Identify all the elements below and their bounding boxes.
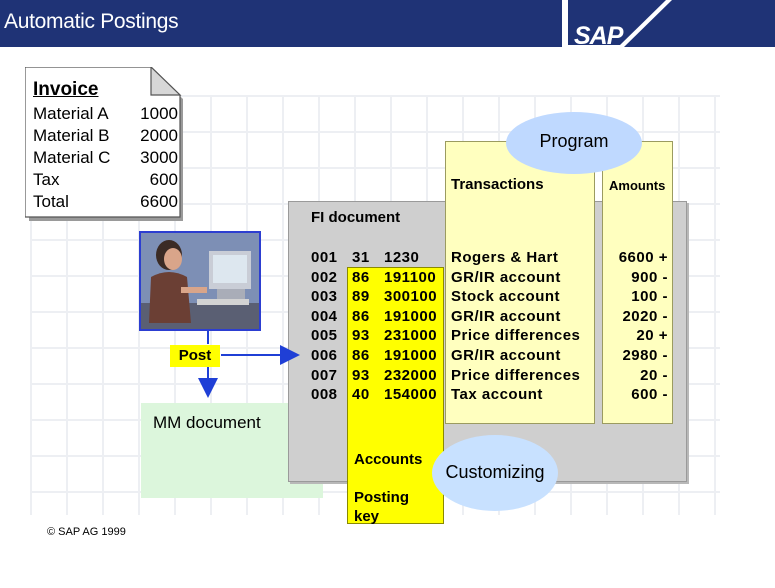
fi-row-transaction: Price differences	[451, 327, 581, 344]
fi-row-account: 191000	[384, 347, 438, 364]
sap-logo-text: SAP	[574, 22, 623, 50]
mm-document-label: MM document	[153, 413, 261, 432]
fi-row-account: 300100	[384, 288, 438, 305]
invoice-line-label: Material A	[33, 104, 109, 123]
fi-row-posting-key: 86	[352, 347, 370, 364]
fi-row-account: 232000	[384, 367, 438, 384]
page-title: Automatic Postings	[4, 10, 179, 33]
fi-row-amount: 20 -	[640, 367, 668, 384]
person-computer-icon	[141, 233, 259, 329]
fi-row-amount: 100 -	[631, 288, 668, 305]
fi-row-posting-key: 93	[352, 367, 370, 384]
fi-row-item: 007	[311, 367, 338, 384]
fi-row-transaction: Price differences	[451, 367, 581, 384]
invoice-paper-icon	[25, 67, 183, 221]
fi-row-amount: 900 -	[631, 269, 668, 286]
fi-row-transaction: GR/IR account	[451, 347, 561, 364]
accounts-label: Accounts	[354, 451, 423, 468]
invoice-line-value: 600	[149, 170, 178, 189]
invoice-line-label: Material B	[33, 126, 110, 145]
fi-row-account: 1230	[384, 249, 420, 266]
fi-row-transaction: GR/IR account	[451, 308, 561, 325]
invoice-title: Invoice	[33, 79, 99, 100]
posting-key-label: Posting key	[354, 489, 409, 525]
fi-row-amount: 600 -	[631, 386, 668, 403]
post-label: Post	[170, 345, 220, 367]
fi-document-title: FI document	[311, 209, 401, 226]
invoice-line-value: 3000	[140, 148, 178, 167]
fi-row-amount: 6600 +	[618, 249, 668, 266]
fi-row-item: 003	[311, 288, 338, 305]
invoice-line-label: Material C	[33, 148, 111, 167]
fi-row-posting-key: 86	[352, 269, 370, 286]
fi-row-item: 002	[311, 269, 338, 286]
amounts-header: Amounts	[609, 178, 666, 193]
transactions-column	[445, 141, 595, 424]
fi-row-account: 231000	[384, 327, 438, 344]
fi-row-transaction: GR/IR account	[451, 269, 561, 286]
sap-logo-shape	[562, 0, 672, 47]
fi-row-account: 154000	[384, 386, 438, 403]
fi-row-posting-key: 93	[352, 327, 370, 344]
fi-row-posting-key: 40	[352, 386, 370, 403]
fi-row-item: 006	[311, 347, 338, 364]
user-at-computer-image	[139, 231, 261, 331]
fi-row-account: 191100	[384, 269, 437, 286]
fi-row-posting-key: 31	[352, 249, 370, 266]
program-ellipse: Program	[506, 112, 642, 174]
invoice-line-value: 2000	[140, 126, 178, 145]
invoice-line-label: Total	[33, 192, 69, 211]
customizing-ellipse: Customizing	[432, 435, 558, 511]
invoice-line-value: 1000	[140, 104, 178, 123]
fi-row-amount: 2020 -	[622, 308, 668, 325]
invoice-line-label: Tax	[33, 170, 60, 189]
fi-row-item: 005	[311, 327, 338, 344]
copyright-text: © SAP AG 1999	[47, 526, 126, 538]
fi-row-item: 001	[311, 249, 338, 266]
invoice-note: Invoice Material A 1000 Material B 2000 …	[25, 67, 183, 221]
fi-row-account: 191000	[384, 308, 438, 325]
fi-row-transaction: Tax account	[451, 386, 543, 403]
fi-row-item: 008	[311, 386, 338, 403]
posting-key-accounts-column	[347, 267, 444, 524]
fi-row-amount: 2980 -	[622, 347, 668, 364]
fi-row-transaction: Stock account	[451, 288, 561, 305]
transactions-header: Transactions	[451, 176, 544, 193]
fi-row-posting-key: 89	[352, 288, 370, 305]
fi-row-transaction: Rogers & Hart	[451, 249, 559, 266]
fi-row-posting-key: 86	[352, 308, 370, 325]
fi-row-amount: 20 +	[636, 327, 668, 344]
fi-row-item: 004	[311, 308, 338, 325]
invoice-line-value: 6600	[140, 192, 178, 211]
